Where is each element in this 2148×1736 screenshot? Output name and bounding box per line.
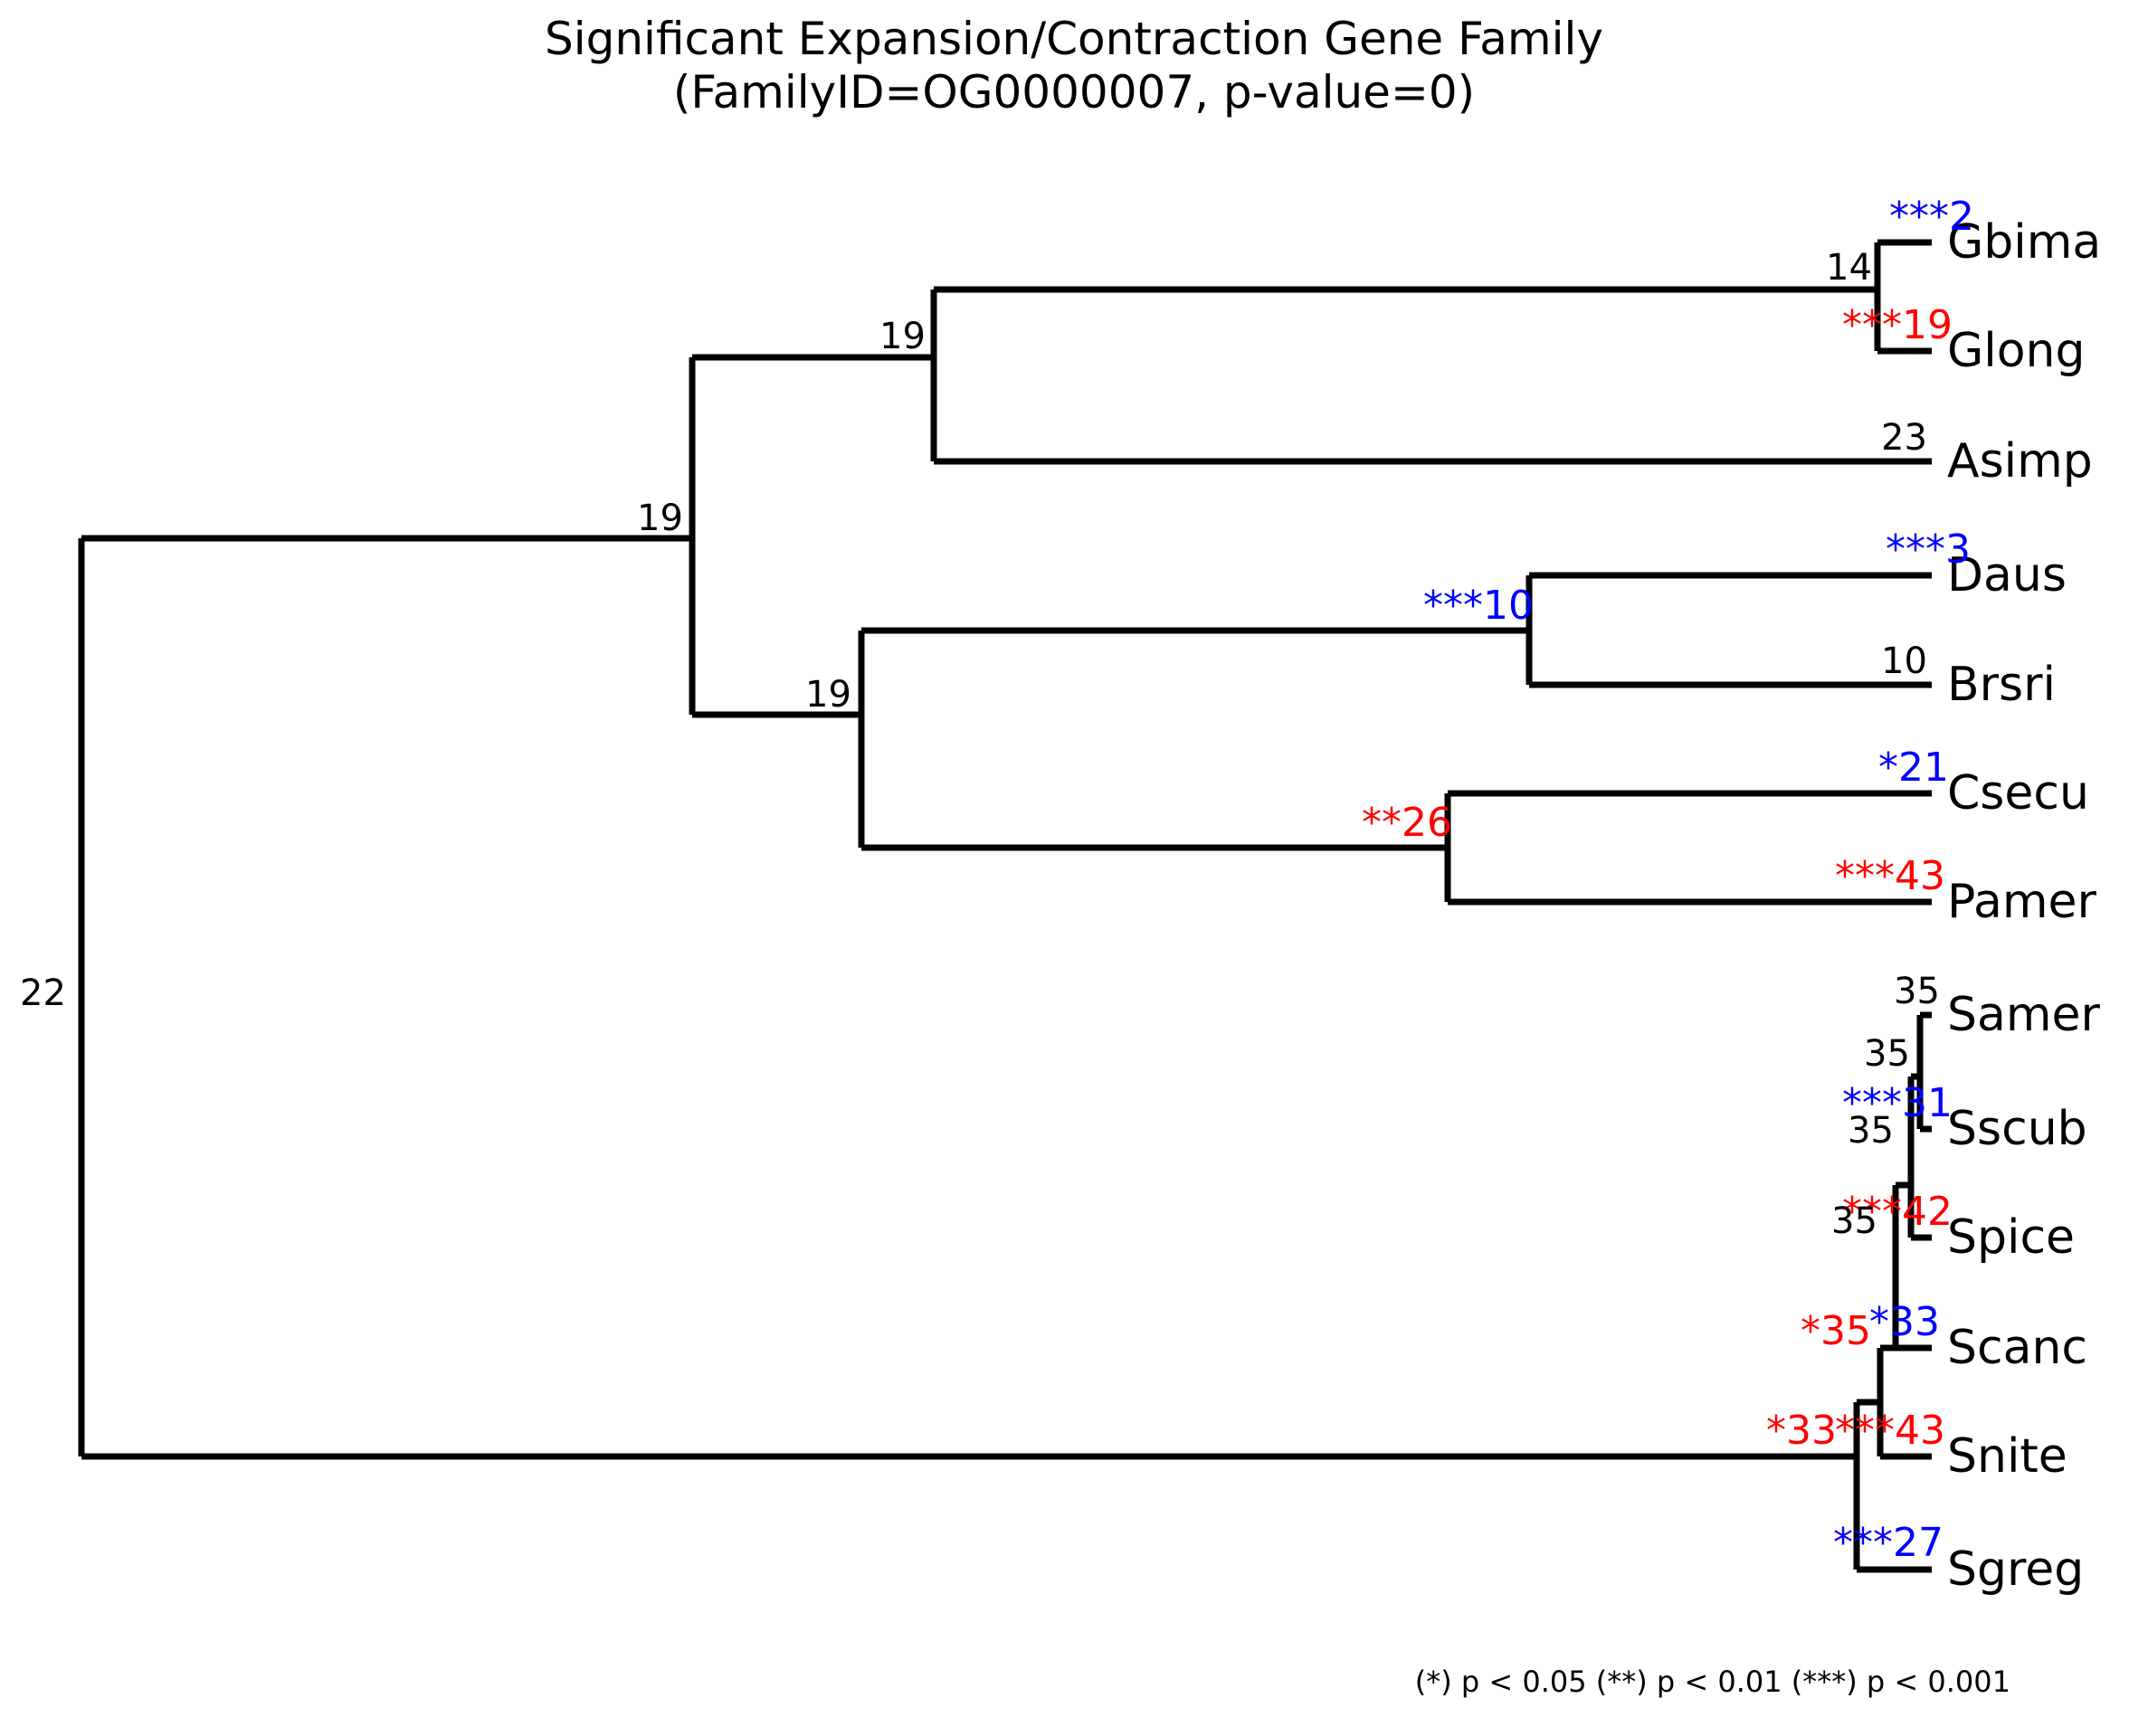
tip-label-csecu: Csecu	[1947, 766, 2089, 821]
node-value-gbima-asimp: 19	[879, 316, 926, 357]
tip-value-scanc: *33	[1869, 1299, 1940, 1345]
node-value-samer-sgreg: *33	[1766, 1408, 1837, 1454]
tip-value-glong: ***19	[1842, 302, 1953, 348]
node-value-daus-brsri: ***10	[1423, 583, 1534, 629]
node-value-gbima-glong: 14	[1826, 247, 1872, 289]
node-value-csecu-pamer: **26	[1362, 800, 1452, 846]
tip-value-daus: ***3	[1886, 526, 1971, 573]
tip-label-sgreg: Sgreg	[1947, 1542, 2085, 1597]
tip-value-pamer: ***43	[1835, 853, 1945, 899]
node-value-samer-scanc: 35	[1831, 1200, 1877, 1242]
tip-value-sscub: ***31	[1842, 1080, 1953, 1126]
tip-label-snite: Snite	[1947, 1429, 2067, 1484]
node-value-all-clades: 19	[637, 498, 683, 539]
tip-value-spice: ***42	[1842, 1189, 1953, 1235]
tip-label-glong: Glong	[1947, 324, 2086, 378]
tip-value-sgreg: ***27	[1833, 1520, 1944, 1566]
tip-label-spice: Spice	[1947, 1210, 2076, 1265]
tip-value-csecu: *21	[1878, 745, 1949, 791]
tip-label-samer: Samer	[1947, 988, 2100, 1042]
tip-label-asimp: Asimp	[1947, 434, 2093, 489]
tip-value-samer: 35	[1894, 971, 1940, 1012]
tip-label-sscub: Sscub	[1947, 1102, 2087, 1156]
tip-value-snite: ***43	[1835, 1408, 1945, 1454]
node-value-samer-spice: 35	[1848, 1110, 1894, 1152]
node-value-root: 22	[20, 972, 66, 1014]
node-value-daus-pamer: 19	[805, 674, 851, 716]
tip-label-brsri: Brsri	[1947, 658, 2056, 712]
tip-value-gbima: ***2	[1889, 194, 1974, 240]
tip-label-pamer: Pamer	[1947, 875, 2096, 929]
node-value-samer-snite: *35	[1801, 1308, 1871, 1354]
tip-label-gbima: Gbima	[1947, 215, 2102, 270]
node-value-samer-sscub: 35	[1864, 1033, 1910, 1075]
tip-value-brsri: 10	[1881, 640, 1927, 682]
significance-legend: (*) p < 0.05 (**) p < 0.01 (***) p < 0.0…	[1414, 1665, 2010, 1699]
tip-value-asimp: 23	[1881, 417, 1927, 459]
tip-label-scanc: Scanc	[1947, 1321, 2088, 1375]
figure-title: Significant Expansion/Contraction Gene F…	[545, 13, 1603, 119]
tip-label-daus: Daus	[1947, 548, 2067, 602]
